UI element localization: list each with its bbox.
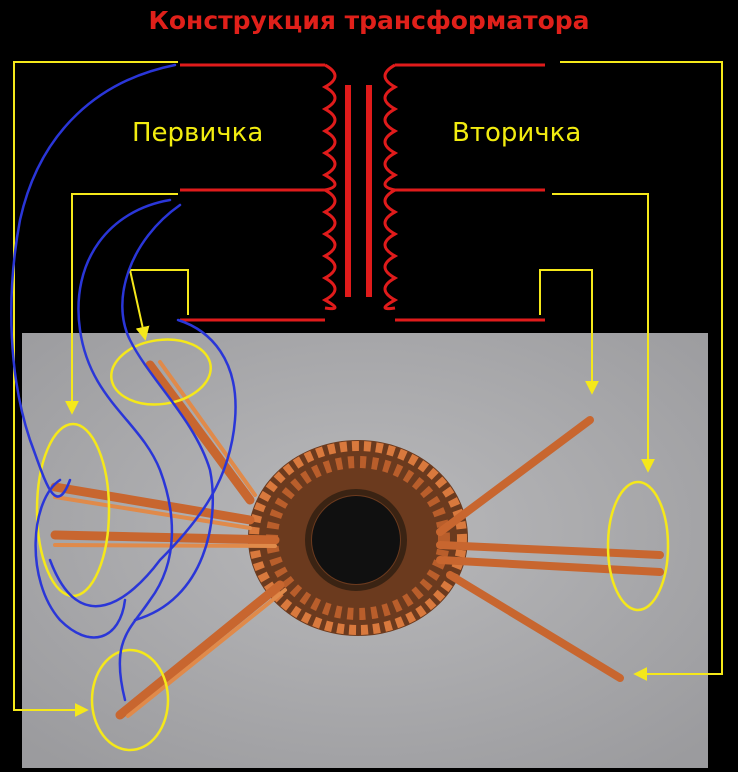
diagram-title: Конструкция трансформатора	[0, 6, 738, 35]
core-bar-left	[345, 85, 351, 297]
core-bar-right	[366, 85, 372, 297]
toroidal-core	[248, 440, 468, 636]
primary-winding-label: Первичка	[132, 118, 263, 148]
secondary-winding-label: Вторичка	[452, 118, 581, 148]
primary-winding-symbol	[180, 65, 335, 320]
secondary-winding-symbol	[385, 65, 545, 320]
